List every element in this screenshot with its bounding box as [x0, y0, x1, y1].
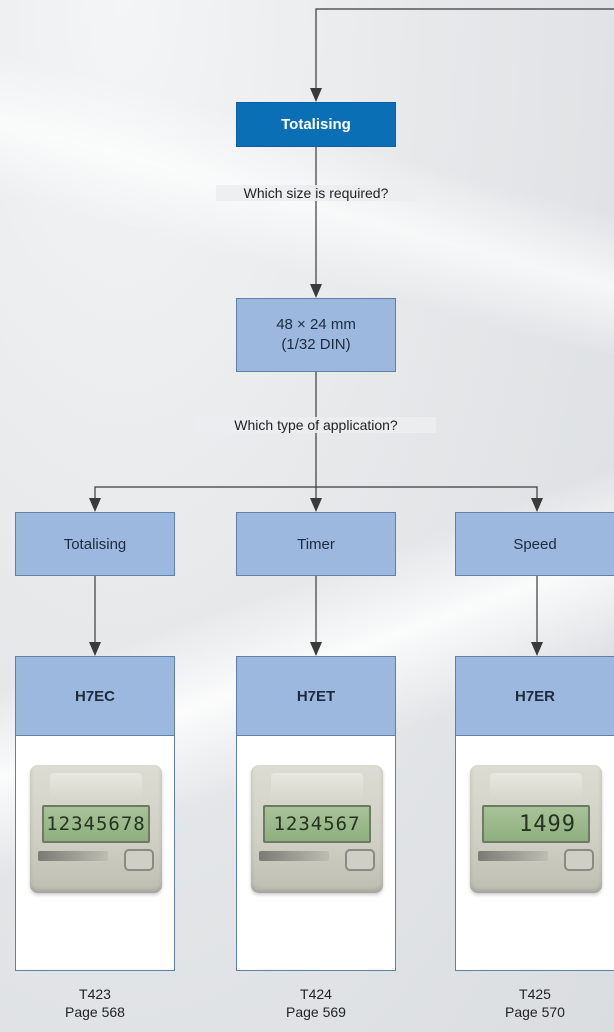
product-model: H7ET — [237, 657, 395, 736]
product-page-link[interactable]: Page 568 — [65, 1004, 125, 1020]
counter-reset-button-icon — [124, 849, 154, 871]
counter-device-body: 12345678 — [30, 765, 162, 893]
app-node-timer[interactable]: Timer — [236, 512, 396, 576]
product-card-h7ec[interactable]: H7EC 12345678 — [15, 656, 175, 971]
product-model: H7ER — [456, 657, 614, 736]
counter-device-top — [490, 773, 582, 803]
counter-device-top — [271, 773, 363, 803]
arrow-into-app-3 — [531, 498, 543, 512]
root-node-label: Totalising — [281, 116, 351, 133]
counter-lcd-display: 12345678 — [42, 805, 150, 843]
app-node-speed[interactable]: Speed — [455, 512, 614, 576]
app-node-label: Speed — [513, 535, 557, 553]
counter-label-strip — [259, 851, 329, 861]
counter-lcd-display: 1499 — [482, 805, 590, 843]
counter-label-strip — [478, 851, 548, 861]
counter-label-strip — [38, 851, 108, 861]
arrow-into-product-2 — [310, 642, 322, 656]
product-image-h7er: 1499 — [466, 759, 606, 899]
arrow-into-size-box — [310, 284, 322, 298]
counter-device-top — [50, 773, 142, 803]
arrow-into-product-3 — [531, 642, 543, 656]
arrow-into-product-1 — [89, 642, 101, 656]
product-code: T425 — [519, 986, 551, 1002]
product-code: T423 — [79, 986, 111, 1002]
product-card-h7et[interactable]: H7ET 1234567 — [236, 656, 396, 971]
size-node-din: (1/32 DIN) — [281, 336, 351, 353]
arrow-into-app-1 — [89, 498, 101, 512]
product-ref-h7et[interactable]: T424 Page 569 — [236, 985, 396, 1021]
size-node[interactable]: 48 × 24 mm (1/32 DIN) — [236, 298, 396, 372]
product-ref-h7ec[interactable]: T423 Page 568 — [15, 985, 175, 1021]
counter-reset-button-icon — [345, 849, 375, 871]
product-page-link[interactable]: Page 569 — [286, 1004, 346, 1020]
arrow-into-app-2 — [310, 498, 322, 512]
product-card-h7er[interactable]: H7ER 1499 — [455, 656, 614, 971]
connector-incoming — [315, 8, 614, 94]
arrow-into-root — [310, 88, 322, 102]
root-node-totalising[interactable]: Totalising — [236, 102, 396, 147]
product-model: H7EC — [16, 657, 174, 736]
app-node-label: Timer — [297, 535, 335, 553]
app-node-totalising[interactable]: Totalising — [15, 512, 175, 576]
question-application: Which type of application? — [196, 417, 436, 433]
product-page-link[interactable]: Page 570 — [505, 1004, 565, 1020]
app-node-label: Totalising — [63, 535, 127, 553]
product-image-h7ec: 12345678 — [26, 759, 166, 899]
product-ref-h7er[interactable]: T425 Page 570 — [455, 985, 614, 1021]
counter-reset-button-icon — [564, 849, 594, 871]
product-image-h7et: 1234567 — [247, 759, 387, 899]
size-node-dimensions: 48 × 24 mm — [276, 316, 356, 333]
counter-lcd-display: 1234567 — [263, 805, 371, 843]
counter-device-body: 1234567 — [251, 765, 383, 893]
counter-device-body: 1499 — [470, 765, 602, 893]
product-code: T424 — [300, 986, 332, 1002]
question-size: Which size is required? — [216, 185, 416, 201]
